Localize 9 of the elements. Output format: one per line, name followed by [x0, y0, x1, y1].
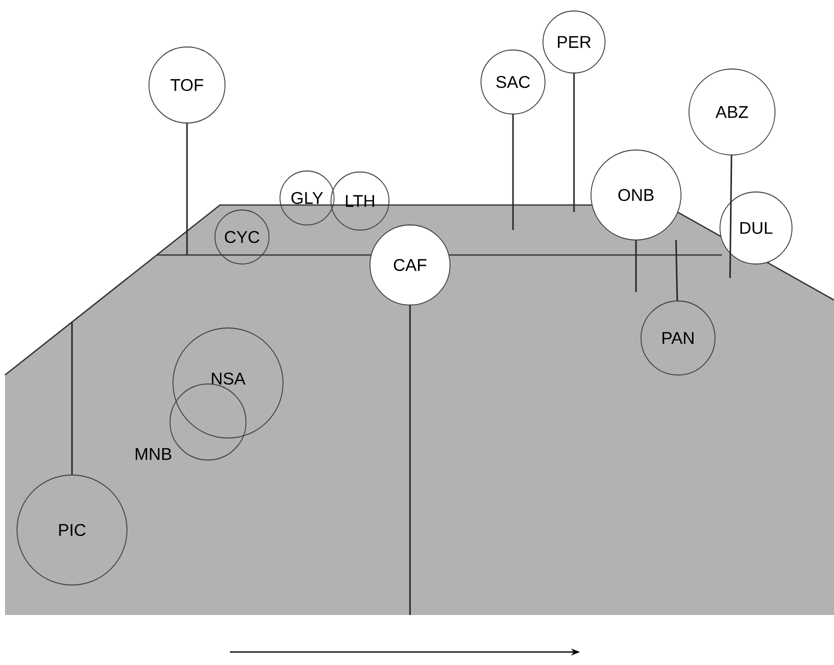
stem-line — [635, 240, 637, 292]
node-label: MNB — [136, 448, 172, 460]
stem-line — [409, 305, 411, 615]
stem-line — [573, 73, 575, 212]
stem-line — [512, 114, 514, 230]
stem-line — [186, 123, 188, 255]
stem-line — [729, 155, 732, 278]
stem-line — [71, 322, 73, 475]
stem-line — [675, 240, 678, 301]
